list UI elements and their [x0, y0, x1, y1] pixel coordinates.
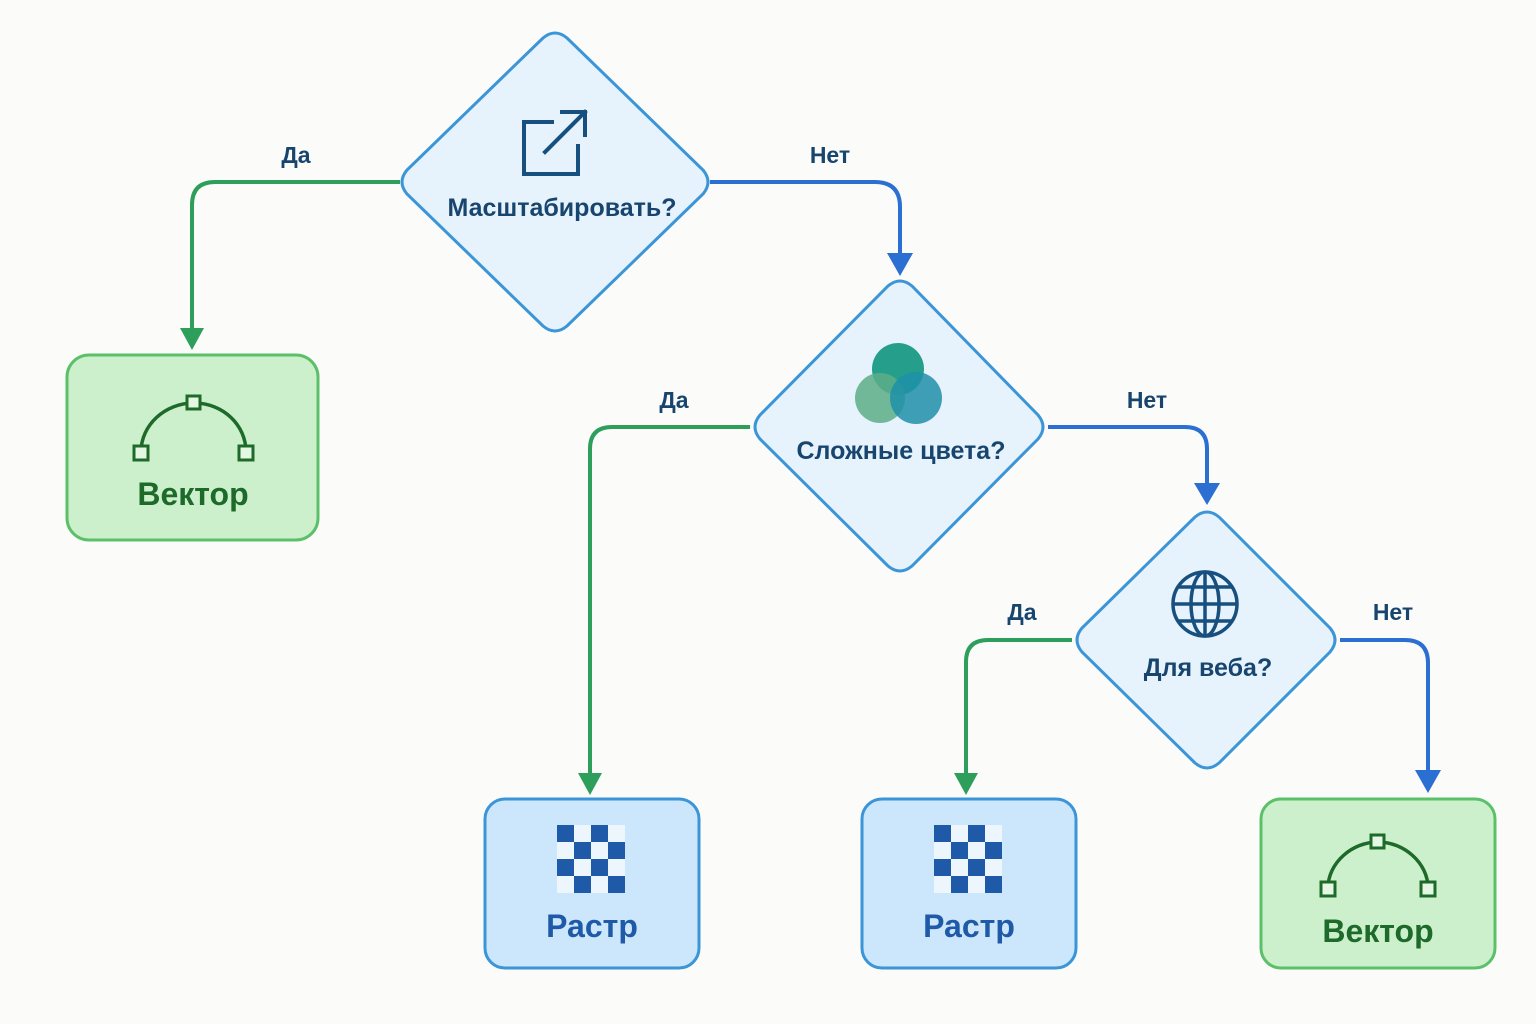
- decision-scale-label: Масштабировать?: [447, 194, 676, 222]
- bezier-curve-icon: [1319, 833, 1437, 898]
- edge-label-scale-yes: Да: [281, 142, 310, 168]
- connector-scale-no: [710, 180, 913, 276]
- color-circles-icon: [855, 343, 942, 424]
- pixel-grid-icon: [557, 825, 625, 893]
- external-link-icon: [522, 109, 588, 176]
- result-vector-right-label: Вектор: [1322, 913, 1433, 949]
- decision-web: Для веба?: [1075, 510, 1337, 770]
- edge-label-web-no: Нет: [1373, 599, 1413, 625]
- result-vector-left-label: Вектор: [137, 476, 248, 512]
- connector-web-no: [1340, 638, 1441, 793]
- result-raster-1: Растр: [483, 797, 701, 970]
- result-vector-left: Вектор: [65, 353, 320, 542]
- globe-icon: [1171, 570, 1239, 638]
- connector-colors-yes: [578, 425, 750, 795]
- connector-web-yes: [954, 638, 1072, 795]
- bezier-curve-icon: [132, 394, 255, 462]
- result-raster-2: Растр: [860, 797, 1078, 970]
- edge-label-web-yes: Да: [1007, 599, 1036, 625]
- result-vector-right: Вектор: [1259, 797, 1497, 970]
- edge-label-scale-no: Нет: [810, 142, 850, 168]
- result-raster-1-label: Растр: [546, 908, 638, 944]
- decision-colors: Сложные цвета?: [753, 279, 1045, 573]
- decision-web-label: Для веба?: [1144, 654, 1272, 682]
- pixel-grid-icon: [934, 825, 1002, 893]
- edge-label-colors-yes: Да: [659, 387, 688, 413]
- edge-label-colors-no: Нет: [1127, 387, 1167, 413]
- decision-scale: Масштабировать?: [400, 31, 710, 333]
- connector-scale-yes: [180, 180, 400, 350]
- connector-colors-no: [1048, 425, 1220, 505]
- decision-colors-label: Сложные цвета?: [797, 437, 1006, 465]
- result-raster-2-label: Растр: [923, 908, 1015, 944]
